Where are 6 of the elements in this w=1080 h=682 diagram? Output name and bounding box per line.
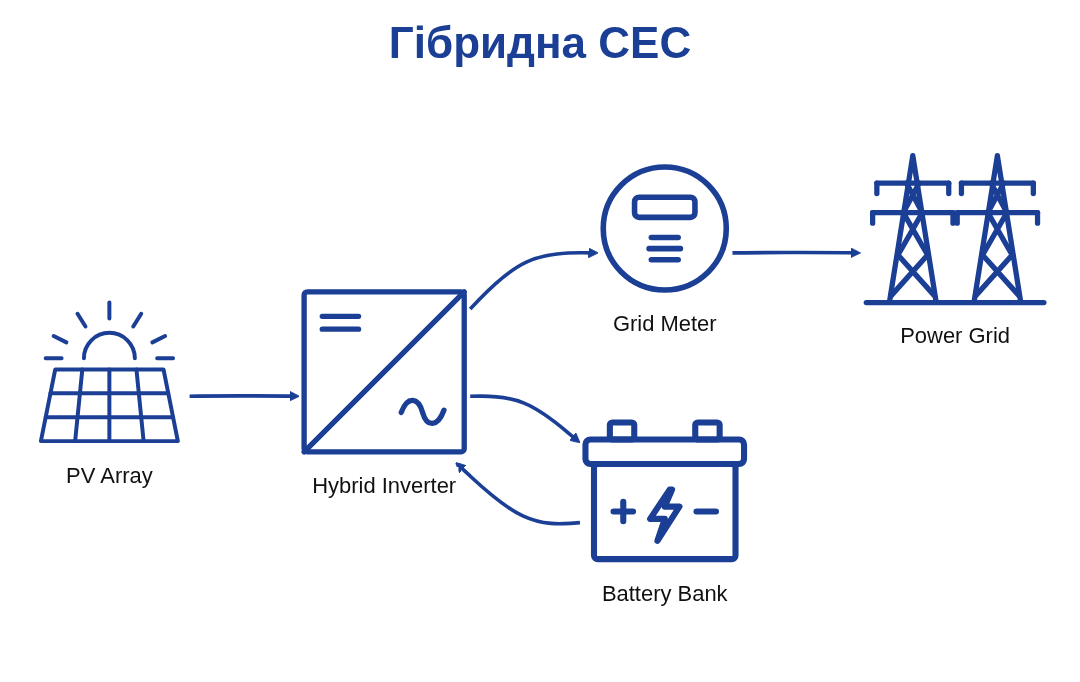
arrow (189, 390, 300, 402)
arrow (468, 247, 599, 311)
arrow (455, 462, 581, 526)
arrow (732, 247, 862, 259)
diagram-title: Гібридна СЕС (387, 17, 693, 69)
arrow (470, 394, 581, 444)
